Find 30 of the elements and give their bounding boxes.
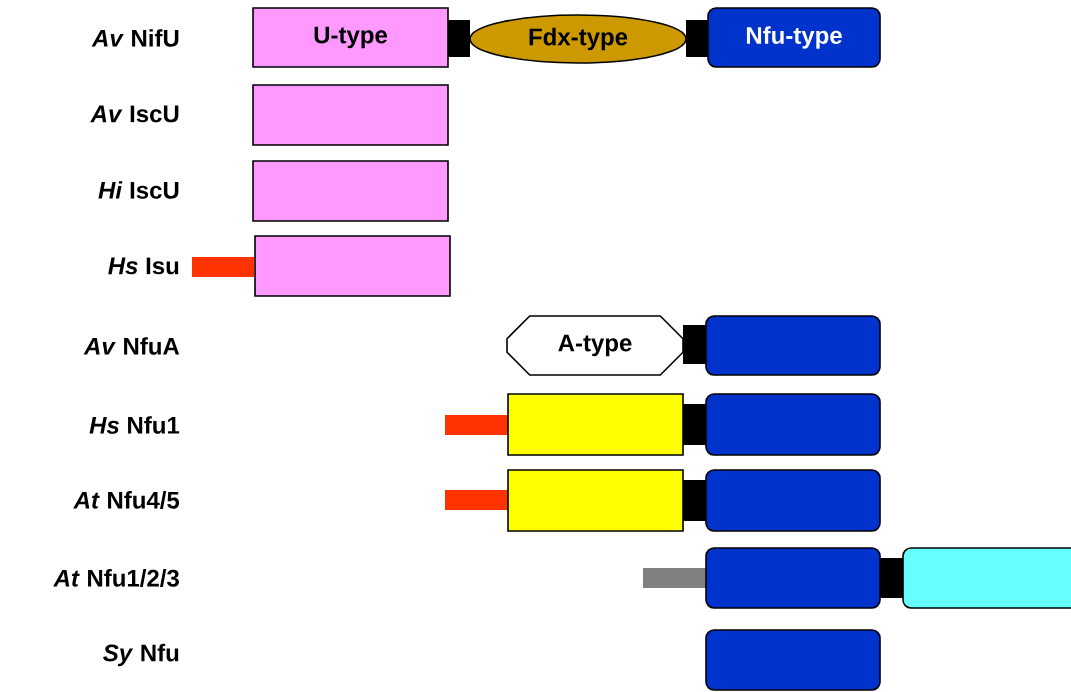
row-label: Av NfuA [83, 337, 180, 355]
row-label: Hi IscU [98, 181, 179, 199]
domain-octagon: A-type [506, 315, 684, 376]
presequence-bar [445, 415, 508, 435]
row-label: Av NifU [91, 29, 179, 47]
domain-box [254, 235, 451, 297]
row-label: Av IscU [90, 105, 179, 123]
domain-box [705, 547, 881, 609]
row-label: At Nfu4/5 [73, 491, 180, 509]
domain-box: Nfu-type [707, 7, 881, 68]
presequence-bar [192, 257, 254, 277]
domain-box [705, 469, 881, 532]
linker-bar [686, 20, 708, 57]
linker-bar [683, 480, 706, 521]
linker-bar [880, 558, 903, 598]
linker-bar [683, 325, 706, 364]
linker-bar [448, 20, 470, 57]
domain-box [252, 84, 449, 146]
row-label: At Nfu1/2/3 [53, 569, 179, 587]
domain-box [705, 393, 881, 456]
linker-bar [683, 404, 706, 445]
domain-box [252, 160, 449, 222]
domain-box: U-type [252, 7, 449, 68]
presequence-bar [445, 490, 508, 510]
domain-box [705, 629, 881, 691]
domain-box [705, 315, 881, 376]
row-label: Sy Nfu [103, 643, 179, 667]
domain-box [902, 547, 1071, 609]
row-label: Hs Nfu1 [89, 416, 180, 434]
presequence-bar [643, 568, 706, 588]
